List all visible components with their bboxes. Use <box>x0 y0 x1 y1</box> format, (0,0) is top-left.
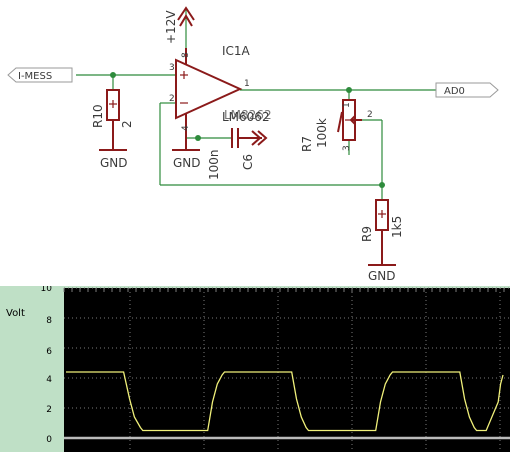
junction-input <box>110 72 116 78</box>
r10-value-label: 2 <box>120 120 134 128</box>
y-tick-label: 10 <box>41 286 53 294</box>
r9-value-label: 1k5 <box>390 216 404 238</box>
r7-name-label: R7 <box>300 136 314 152</box>
r9-name-label: R9 <box>360 226 374 242</box>
r10-name-label: R10 <box>91 104 105 128</box>
c6-value-label: 100n <box>207 149 221 180</box>
y-tick-label: 6 <box>46 347 52 357</box>
gnd-r10-label: GND <box>100 156 128 170</box>
opamp-pin-3: 3 <box>169 63 175 73</box>
signal-trace <box>66 371 504 432</box>
opamp-symbol <box>175 58 243 120</box>
opamp-value-label-back: LM8262 <box>224 108 272 122</box>
opamp-pin-8: 8 <box>181 52 191 58</box>
y-axis-label: Volt <box>6 308 25 319</box>
r7-pin-3: 3 <box>342 145 352 151</box>
gnd-opamp-label: GND <box>173 156 201 170</box>
opamp-pin-1: 1 <box>244 79 250 89</box>
oscilloscope-panel: Volt 10 8 6 4 2 0 <box>0 286 510 452</box>
y-tick-label: 2 <box>46 405 52 415</box>
output-port-label: AD0 <box>444 86 465 97</box>
opamp-name-label: IC1A <box>222 44 251 58</box>
input-port-flag <box>7 67 73 83</box>
output-port-flag <box>435 82 499 98</box>
supply-arrow-icon <box>177 6 195 21</box>
opamp-value-label: LM6062 <box>222 110 270 124</box>
junction-output <box>346 87 352 93</box>
junction-feedback <box>379 182 385 188</box>
supply-arrow-inner-icon <box>179 14 193 27</box>
junction-c6 <box>195 135 201 141</box>
circuit-schematic: I-MESS AD0 IC1A LM8262 LM6062 3 2 1 GND … <box>7 6 499 283</box>
y-tick-label: 0 <box>46 435 52 445</box>
supply-label: +12V <box>164 10 178 44</box>
r7-pin-2: 2 <box>367 110 373 120</box>
oscilloscope-screen <box>64 288 510 452</box>
r7-value-label: 100k <box>315 118 329 148</box>
r7-adjust-icon <box>337 111 343 133</box>
c6-ground-arrow-icon <box>251 130 262 146</box>
input-port-label: I-MESS <box>18 71 52 82</box>
y-tick-label: 4 <box>46 375 52 385</box>
gnd-r9-label: GND <box>368 269 396 283</box>
oscilloscope-grid <box>63 287 510 452</box>
r7-pin-1: 1 <box>342 102 352 108</box>
y-tick-label: 8 <box>46 316 52 326</box>
c6-name-label: C6 <box>241 154 255 170</box>
opamp-pin-2: 2 <box>169 94 175 104</box>
c6-ground-arrow-inner-icon <box>257 130 268 146</box>
opamp-pin-4: 4 <box>181 125 191 131</box>
